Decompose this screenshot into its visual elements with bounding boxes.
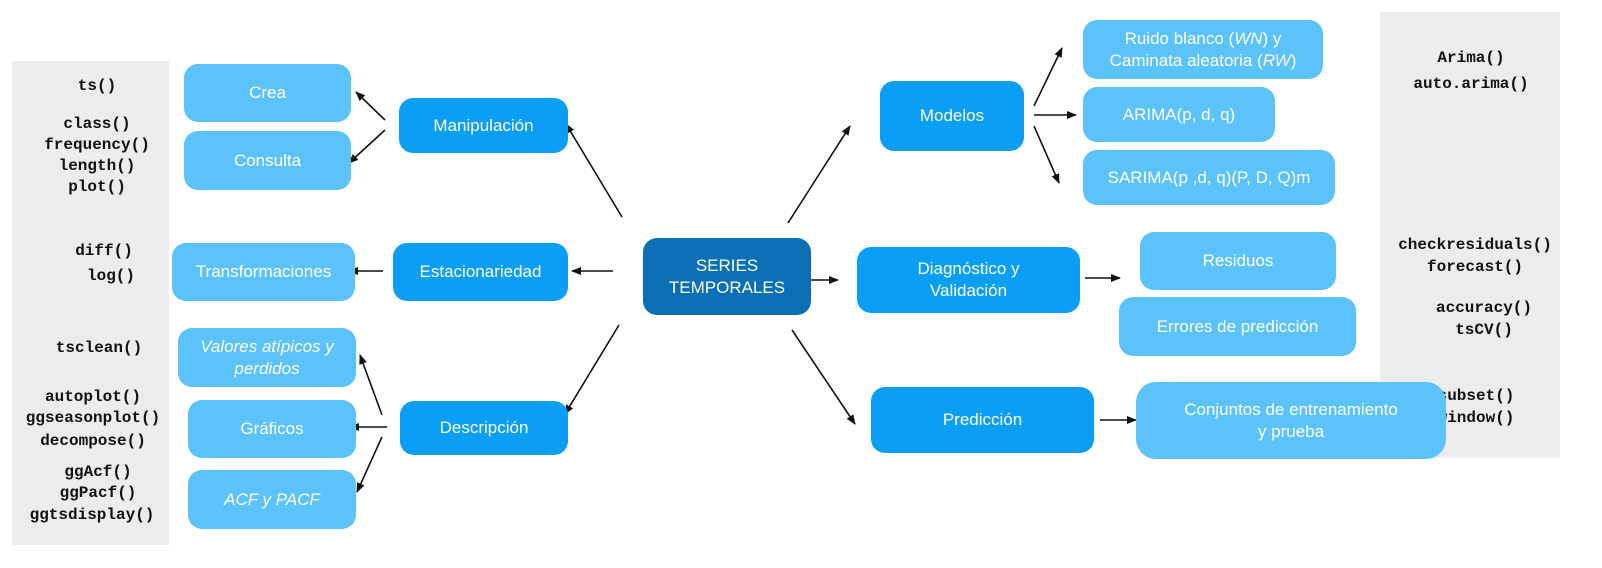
arrow-center-to-modelos [787,125,851,224]
node-errores-prediccion: Errores de predicción [1119,297,1356,356]
node-ruido-blanco: Ruido blanco (WN) y Caminata aleatoria (… [1083,20,1323,79]
code-ggtsdisplay: ggtsdisplay() [29,506,155,524]
node-graficos: Gráficos [188,400,356,458]
code-diff: diff() [75,242,133,260]
code-plot: plot() [68,178,126,196]
code-tsclean: tsclean() [55,339,143,357]
arrow-center-to-descripcion [564,324,620,415]
node-modelos: Modelos [880,81,1024,151]
node-descripcion: Descripción [400,401,568,455]
node-consulta: Consulta [184,131,351,190]
atipicos-line1: Valores atípicos y [200,336,334,356]
node-diagnostico: Diagnóstico y Validación [857,247,1080,313]
node-crea: Crea [184,64,351,122]
center-line1: SERIES [695,255,759,275]
code-accuracy: accuracy() [1435,299,1533,317]
code-ggpacf: ggPacf() [59,484,137,502]
node-sarima: SARIMA(p ,d, q)(P, D, Q)m [1083,150,1335,205]
atipicos-line2: perdidos [234,358,300,378]
node-manipulacion: Manipulación [399,98,568,153]
center-line2: TEMPORALES [668,277,786,297]
code-arima: Arima() [1437,49,1505,67]
arrow-descripcion-to-atipicos [359,354,383,416]
arrow-modelos-to-ruido [1033,47,1063,107]
code-forecast: forecast() [1426,258,1524,276]
code-length: length() [58,157,136,175]
conjuntos-line1: Conjuntos de entrenamiento [1184,399,1398,419]
node-valores-atipicos: Valores atípicos y perdidos [178,328,356,387]
arrow-descripcion-to-acf [356,436,383,493]
code-autoplot: autoplot() [44,388,142,406]
arrow-center-to-manipulacion [565,123,623,218]
node-transformaciones: Transformaciones [172,243,355,301]
conjuntos-line2: y prueba [1257,421,1325,441]
diagnostico-line2: Validación [929,281,1008,300]
code-decompose: decompose() [40,432,146,450]
code-tscv: tsCV() [1455,321,1513,339]
code-window: window() [1437,409,1515,427]
code-log: log() [86,267,136,285]
ruido-line2: Caminata aleatoria (RW) [1109,50,1297,70]
arrow-modelos-to-sarima [1033,125,1060,184]
arrow-manipulacion-to-consulta [348,129,386,164]
diagnostico-line1: Diagnóstico y [917,259,1020,278]
code-frequency: frequency() [44,136,150,154]
arrow-manipulacion-to-crea [355,91,386,121]
node-acf-pacf: ACF y PACF [188,470,356,529]
code-ggseasonplot: ggseasonplot() [25,409,161,427]
code-checkresiduals: checkresiduals() [1398,236,1552,254]
code-ggacf: ggAcf() [64,463,132,481]
node-prediccion: Predicción [871,387,1094,453]
node-estacionariedad: Estacionariedad [393,243,568,301]
node-residuos: Residuos [1140,232,1336,290]
arrow-center-to-prediccion [791,329,856,425]
left-function-panel [12,61,169,545]
node-series-temporales: SERIES TEMPORALES [643,238,811,315]
node-arima: ARIMA(p, d, q) [1083,87,1275,142]
code-ts: ts() [77,77,117,95]
code-class: class() [63,115,131,133]
code-auto-arima: auto.arima() [1413,75,1529,93]
ruido-line1: Ruido blanco (WN) y [1124,28,1282,48]
node-conjuntos: Conjuntos de entrenamiento y prueba [1136,382,1446,459]
code-subset: subset() [1437,387,1515,405]
